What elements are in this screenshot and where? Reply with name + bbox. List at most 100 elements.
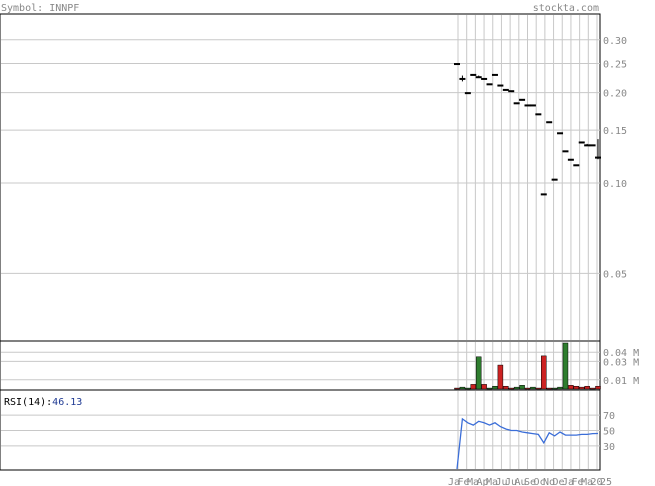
price-tick-label: 0.30 xyxy=(603,36,627,47)
volume-bar xyxy=(568,385,574,390)
volume-bar xyxy=(541,355,547,390)
date-label: Au xyxy=(515,477,527,486)
price-bar xyxy=(535,113,542,116)
date-label: Ja xyxy=(448,477,460,486)
volume-bar xyxy=(454,387,460,390)
symbol-label: Symbol: INNPF xyxy=(1,3,79,14)
volume-bar xyxy=(497,364,504,390)
rsi-grid xyxy=(1,414,600,447)
volume-month-gridlines xyxy=(457,342,598,389)
volume-bar xyxy=(519,385,525,390)
rsi-line xyxy=(456,417,599,470)
date-label: Ju xyxy=(496,477,508,486)
rsi-tick-label: 30 xyxy=(603,442,615,453)
price-bar xyxy=(551,178,558,181)
price-bar xyxy=(470,73,477,76)
volume-tick-label: 0.04 M xyxy=(603,348,639,359)
volume-bar xyxy=(481,384,487,390)
date-label: Ma xyxy=(467,477,479,486)
price-bar xyxy=(502,88,509,91)
volume-bar xyxy=(535,387,542,390)
price-tick-label: 0.10 xyxy=(603,179,627,190)
rsi-tick-label: 50 xyxy=(603,427,615,438)
volume-bar xyxy=(595,385,601,390)
volume-tick-label: 0.03 M xyxy=(603,357,639,368)
volume-bar xyxy=(492,385,498,390)
volume-bar xyxy=(530,386,536,390)
volume-bar xyxy=(513,386,520,390)
volume-bars xyxy=(454,342,601,390)
price-bar xyxy=(486,83,493,86)
volume-axis: 0.04 M0.03 M 0.01 M xyxy=(603,348,639,387)
volume-bar xyxy=(578,386,585,390)
price-bar xyxy=(454,63,460,66)
price-tick-label: 0.20 xyxy=(603,89,627,100)
price-tick-label: 0.25 xyxy=(603,60,627,71)
volume-bar xyxy=(486,387,493,390)
price-bar xyxy=(540,193,547,196)
price-tick-label: 0.15 xyxy=(603,126,627,137)
price-bars xyxy=(454,63,601,196)
volume-bar xyxy=(470,384,477,390)
rsi-axis: 70 50 30 xyxy=(603,411,615,453)
price-bar xyxy=(546,121,553,124)
volume-bar xyxy=(475,356,482,390)
price-grid xyxy=(1,39,600,274)
volume-bar xyxy=(508,387,514,390)
date-label: 20 xyxy=(591,477,603,486)
price-bar xyxy=(573,164,580,167)
price-bar xyxy=(562,150,569,153)
price-bar xyxy=(524,104,531,107)
price-bar xyxy=(529,104,536,107)
price-axis: 0.30 0.25 0.20 0.15 0.10 0.05 xyxy=(603,36,627,281)
volume-bar xyxy=(503,385,509,390)
volume-bar xyxy=(584,385,590,390)
rsi-panel: 70 50 30 RSI(14):46.13 xyxy=(0,389,615,471)
volume-panel: 0.04 M0.03 M 0.01 M xyxy=(0,340,639,391)
rsi-value: 46.13 xyxy=(52,397,82,408)
price-bar xyxy=(584,144,591,147)
date-label: Oc xyxy=(534,477,546,486)
price-bar xyxy=(459,77,466,80)
date-label: Se xyxy=(524,477,536,486)
rsi-tick-label: 70 xyxy=(603,411,615,422)
price-bar xyxy=(513,102,520,105)
price-bar xyxy=(481,77,488,80)
price-tick-label: 0.05 xyxy=(603,269,627,280)
date-label: No xyxy=(543,477,555,486)
volume-bar xyxy=(551,387,558,390)
price-bar xyxy=(589,144,596,147)
price-panel: 0.30 0.25 0.20 0.15 0.10 0.05 xyxy=(0,13,627,342)
price-bar xyxy=(595,156,601,159)
price-bar xyxy=(475,76,482,79)
price-bar xyxy=(578,141,585,144)
volume-bar xyxy=(524,387,531,390)
month-gridlines xyxy=(457,15,598,340)
volume-bar xyxy=(459,386,466,390)
date-label: De xyxy=(553,477,565,486)
price-bar xyxy=(491,73,498,76)
price-bar xyxy=(567,158,574,161)
date-label: Fe xyxy=(572,477,584,486)
volume-bar xyxy=(546,387,552,390)
date-label: Ju xyxy=(505,477,517,486)
rsi-label: RSI(14):46.13 xyxy=(4,397,82,408)
volume-bar xyxy=(562,342,569,390)
price-bar xyxy=(464,92,471,95)
price-bar xyxy=(519,98,526,101)
price-bar xyxy=(497,84,504,87)
volume-bar xyxy=(589,387,596,390)
date-label: Ma xyxy=(486,477,498,486)
date-label: 25 xyxy=(600,477,612,486)
date-label: Ja xyxy=(562,477,574,486)
date-label: Ma xyxy=(581,477,593,486)
site-name: stockta.com xyxy=(533,3,599,14)
date-label: Fe xyxy=(458,477,470,486)
volume-tick-label: 0.01 M xyxy=(603,376,639,387)
volume-bar xyxy=(465,387,471,390)
volume-bar xyxy=(573,385,580,390)
price-bar xyxy=(557,132,564,135)
volume-bar xyxy=(557,386,563,390)
symbol-value: INNPF xyxy=(49,3,79,14)
